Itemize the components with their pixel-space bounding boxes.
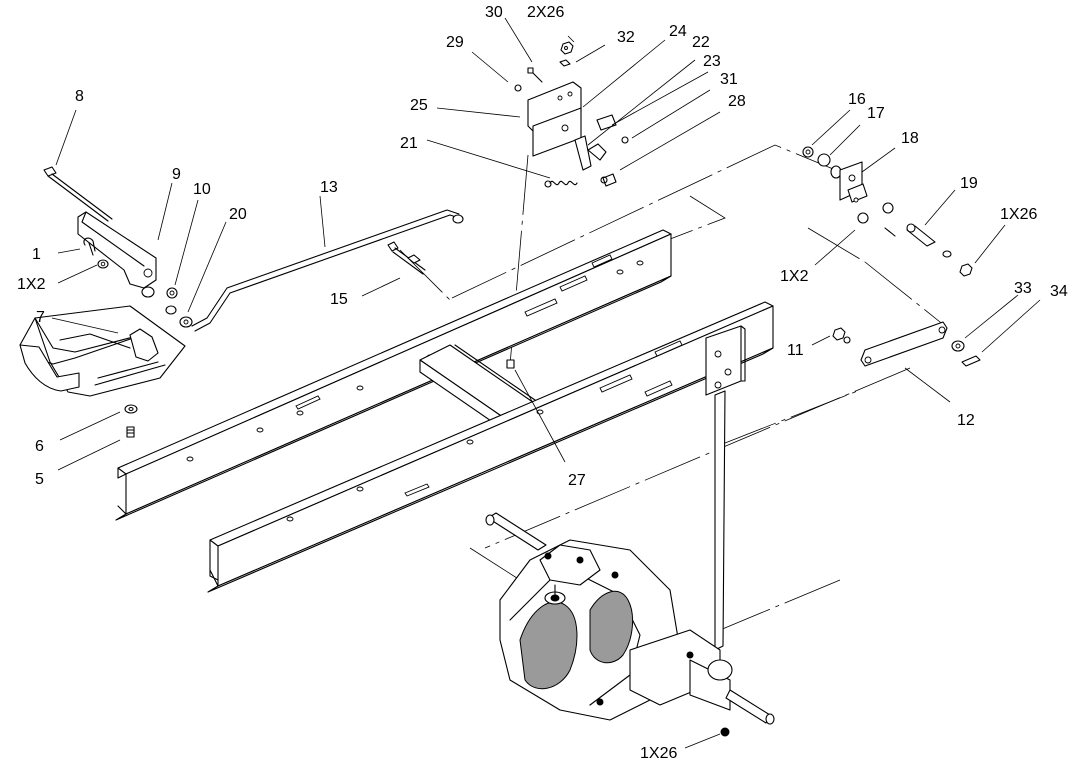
bolt-part-15 bbox=[387, 241, 426, 275]
spring-part-21 bbox=[544, 180, 578, 188]
washer-part-6 bbox=[124, 404, 138, 414]
callout-1x2-left: 1X2 bbox=[17, 276, 46, 293]
clip-part-34 bbox=[961, 355, 981, 367]
callout-34: 34 bbox=[1050, 283, 1068, 300]
callout-7: 7 bbox=[36, 309, 45, 326]
callout-20: 20 bbox=[229, 206, 247, 223]
callout-1x2-right: 1X2 bbox=[780, 268, 809, 285]
callout-1: 1 bbox=[32, 246, 41, 263]
brake-rod-part-13 bbox=[191, 209, 464, 332]
callout-15: 15 bbox=[330, 291, 348, 308]
cotter-pin-part-1 bbox=[83, 237, 96, 256]
callout-18: 18 bbox=[901, 130, 919, 147]
washer-part-33 bbox=[951, 340, 965, 352]
callout-32: 32 bbox=[617, 29, 635, 46]
callout-6: 6 bbox=[35, 438, 44, 455]
nut-part-11 bbox=[832, 327, 851, 344]
callout-22: 22 bbox=[692, 34, 710, 51]
frame-rail-lower bbox=[207, 301, 774, 593]
callout-1x26-bottom: 1X26 bbox=[640, 745, 677, 762]
link-part-12 bbox=[860, 321, 948, 367]
bushing-part-10 bbox=[141, 286, 178, 299]
lever-part-22 bbox=[574, 135, 607, 171]
washer-part-16 bbox=[802, 146, 814, 158]
callout-19: 19 bbox=[960, 175, 978, 192]
callout-8: 8 bbox=[75, 88, 84, 105]
pedal-part-7 bbox=[19, 305, 186, 397]
switch-part-24 bbox=[596, 114, 617, 131]
callout-33: 33 bbox=[1014, 280, 1032, 297]
vertical-bracket bbox=[705, 325, 746, 651]
callout-17: 17 bbox=[867, 105, 885, 122]
nut-part-1x26-right bbox=[942, 250, 973, 277]
bushing-part-17 bbox=[817, 153, 842, 179]
callout-23: 23 bbox=[703, 53, 721, 70]
callout-5: 5 bbox=[35, 471, 44, 488]
nut-part-31 bbox=[621, 136, 629, 144]
callout-labels: 8 9 10 1 20 1X2 7 13 15 6 5 30 2X26 32 2… bbox=[17, 4, 1068, 762]
pedal-arm-part-9 bbox=[77, 211, 157, 289]
callout-16: 16 bbox=[848, 91, 866, 108]
callout-25: 25 bbox=[410, 97, 428, 114]
screw-part-27 bbox=[506, 359, 515, 369]
callout-28: 28 bbox=[728, 93, 746, 110]
nut-part-2x26 bbox=[559, 41, 574, 67]
screw-part-30 bbox=[527, 67, 543, 83]
frame-rail-upper bbox=[115, 229, 672, 521]
callout-9: 9 bbox=[172, 166, 181, 183]
screw-part-23 bbox=[600, 173, 617, 187]
leader-lines bbox=[51, 17, 1041, 749]
callout-1x26-right: 1X26 bbox=[1000, 206, 1037, 223]
callout-24: 24 bbox=[669, 23, 687, 40]
screw-part-5 bbox=[126, 426, 135, 438]
callout-12: 12 bbox=[957, 412, 975, 429]
callout-11: 11 bbox=[787, 342, 804, 359]
callout-30: 30 bbox=[485, 4, 503, 21]
callout-31: 31 bbox=[720, 71, 738, 88]
washer-part-1x2-right bbox=[857, 202, 896, 237]
spacer-part-19 bbox=[906, 223, 936, 247]
bracket-part-25 bbox=[527, 81, 582, 157]
washer-part-29 bbox=[514, 84, 522, 92]
callout-13: 13 bbox=[320, 179, 338, 196]
callout-29: 29 bbox=[446, 34, 464, 51]
callout-27: 27 bbox=[568, 472, 586, 489]
bolt-part-8 bbox=[43, 166, 113, 222]
brake-pedal-assembly bbox=[19, 166, 193, 438]
bracket-part-18 bbox=[839, 161, 868, 203]
callout-2x26: 2X26 bbox=[527, 4, 564, 21]
washer-part-20 bbox=[165, 305, 193, 328]
transaxle-assembly bbox=[485, 512, 775, 737]
callout-10: 10 bbox=[193, 181, 211, 198]
washer-part-1x2 bbox=[97, 259, 109, 269]
callout-21: 21 bbox=[400, 135, 418, 152]
